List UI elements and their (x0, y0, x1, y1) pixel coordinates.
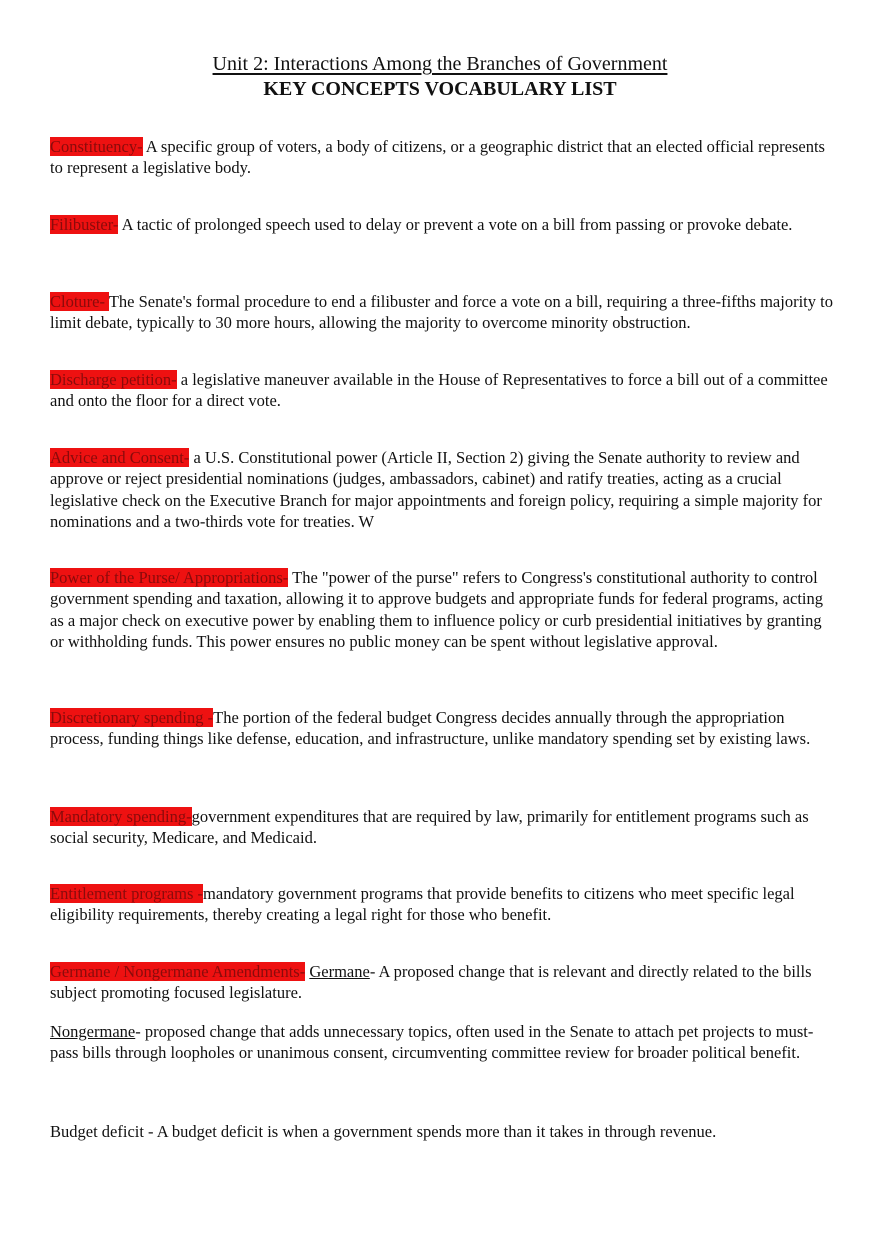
definition-text: government expenditures that are require… (50, 807, 809, 848)
definition-text: The Senate's formal procedure to end a f… (50, 292, 833, 333)
entry-filibuster: Filibuster- A tactic of prolonged speech… (50, 214, 835, 235)
vocabulary-list-title: KEY CONCEPTS VOCABULARY LIST (263, 78, 617, 100)
term-highlight: Discharge petition- (50, 370, 177, 389)
definition-text: - A proposed change that is relevant and… (50, 962, 812, 1003)
definition-text: mandatory government programs that provi… (50, 884, 795, 925)
definition-text: - proposed change that adds unnecessary … (50, 1022, 814, 1063)
term-highlight: Filibuster- (50, 215, 119, 234)
term-highlight: Discretionary spending - (50, 708, 214, 727)
entry-discretionary-spending: Discretionary spending -The portion of t… (50, 707, 835, 750)
definition-text: A specific group of voters, a body of ci… (50, 137, 825, 178)
definition-text: a U.S. Constitutional power (Article II,… (50, 448, 822, 531)
definition-text: a legislative maneuver available in the … (50, 370, 828, 411)
entry-nongermane: Nongermane- proposed change that adds un… (50, 1021, 835, 1064)
term-highlight: Mandatory spending- (50, 807, 192, 826)
entry-cloture: Cloture- The Senate's formal procedure t… (50, 291, 835, 334)
term-highlight: Constituency- (50, 137, 143, 156)
term-highlight: Advice and Consent- (50, 448, 190, 467)
definition-text: A tactic of prolonged speech used to del… (118, 215, 793, 234)
entry-power-of-the-purse: Power of the Purse/ Appropriations- The … (50, 567, 835, 652)
entry-constituency: Constituency- A specific group of voters… (50, 136, 835, 179)
definition-text: The "power of the purse" refers to Congr… (50, 568, 823, 651)
term-highlight: Cloture- (50, 292, 109, 311)
unit-title: Unit 2: Interactions Among the Branches … (212, 53, 668, 75)
term-highlight: Germane / Nongermane Amendments- (50, 962, 306, 981)
definition-text: The portion of the federal budget Congre… (50, 708, 811, 749)
entry-discharge-petition: Discharge petition- a legislative maneuv… (50, 369, 835, 412)
entry-mandatory-spending: Mandatory spending-government expenditur… (50, 806, 835, 849)
entry-entitlement-programs: Entitlement programs -mandatory governme… (50, 883, 835, 926)
subterm-nongermane: Nongermane (50, 1022, 136, 1041)
entry-budget-deficit: Budget deficit - A budget deficit is whe… (50, 1122, 717, 1141)
subterm-germane: Germane (309, 962, 370, 981)
entry-advice-and-consent: Advice and Consent- a U.S. Constitutiona… (50, 447, 835, 532)
entry-germane-amendments: Germane / Nongermane Amendments- Germane… (50, 961, 835, 1004)
term-highlight: Power of the Purse/ Appropriations- (50, 568, 289, 587)
term-highlight: Entitlement programs - (50, 884, 204, 903)
